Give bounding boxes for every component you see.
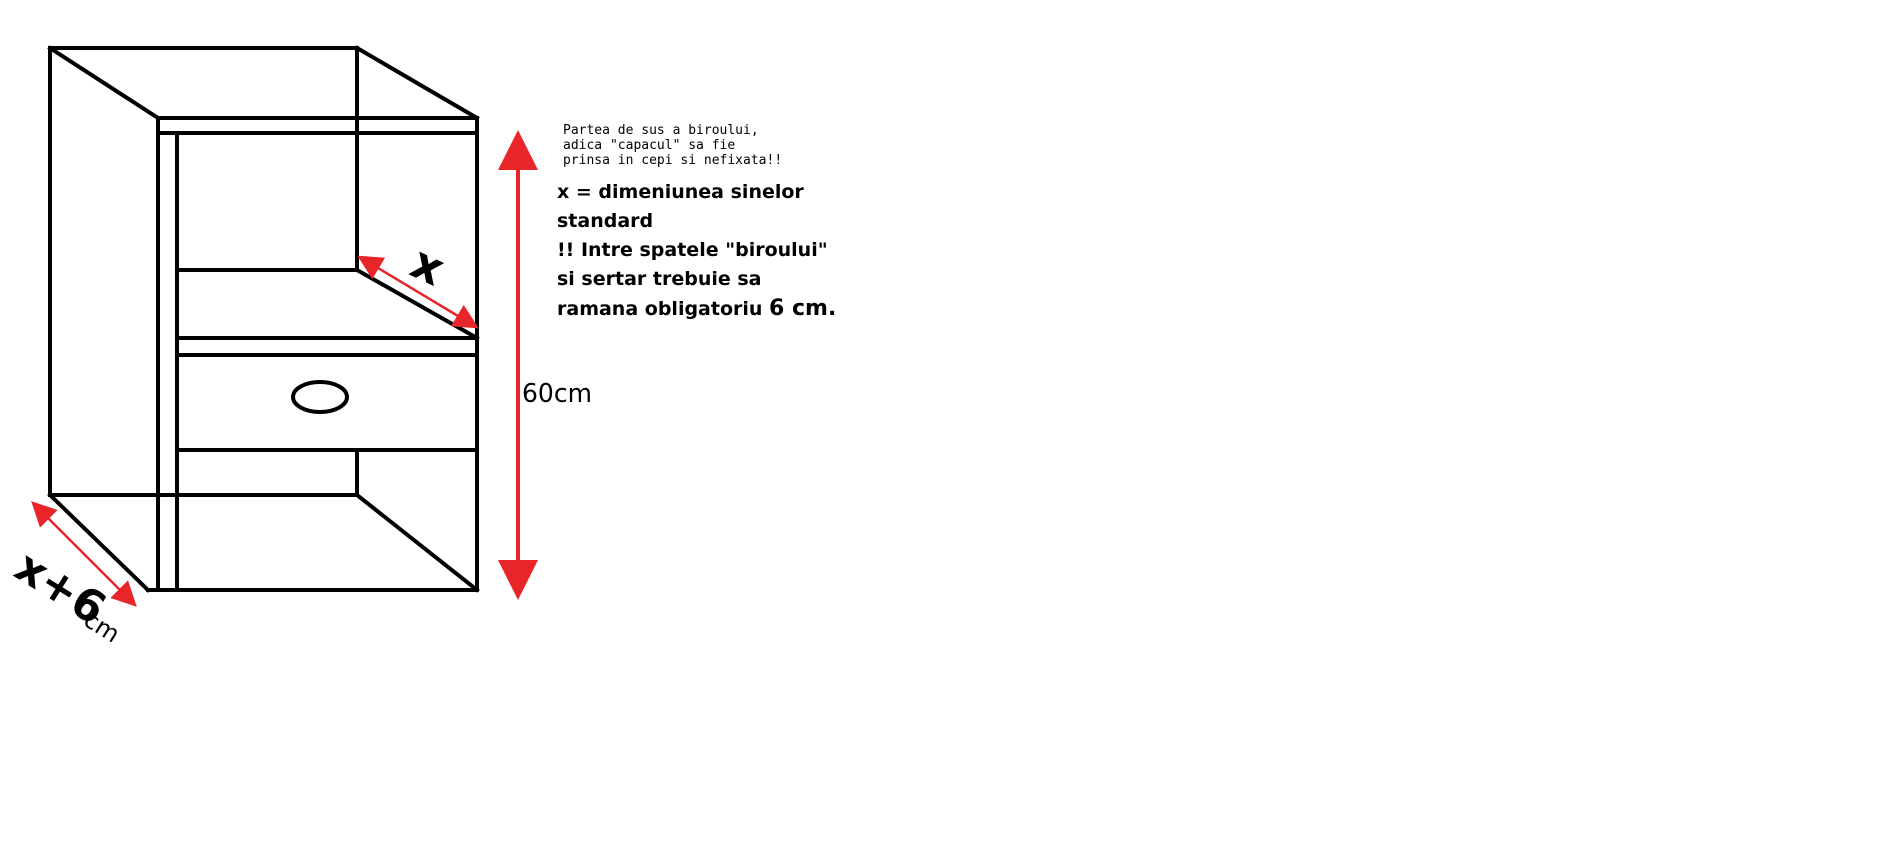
main-note-line-5: ramana obligatoriu 6 cm.: [557, 294, 836, 324]
desk-outline: [47, 45, 480, 593]
top-note-line-2: adica "capacul" sa fie: [563, 138, 736, 153]
main-note-line-4: si sertar trebuie sa: [557, 268, 762, 290]
height-label: 60cm: [522, 379, 592, 409]
main-note-line-1: x = dimeniunea sinelor: [557, 181, 804, 203]
top-note: Partea de sus a biroului, adica "capacul…: [563, 123, 782, 168]
top-note-line-3: prinsa in cepi si nefixata!!: [563, 153, 783, 168]
drawer-handle: [291, 380, 349, 414]
main-note-line-3: !! Intre spatele "biroului": [557, 239, 828, 261]
main-note-line-5-value: 6 cm.: [769, 296, 837, 321]
main-note: x = dimeniunea sinelor standard !! Intre…: [557, 178, 836, 324]
depth-x-arrow: [357, 255, 479, 329]
main-note-line-5-text: ramana obligatoriu: [557, 298, 763, 320]
total-depth-arrow: [31, 501, 137, 607]
depth-x-label: x: [403, 235, 453, 296]
top-note-line-1: Partea de sus a biroului,: [563, 123, 759, 138]
main-note-line-2: standard: [557, 210, 654, 232]
